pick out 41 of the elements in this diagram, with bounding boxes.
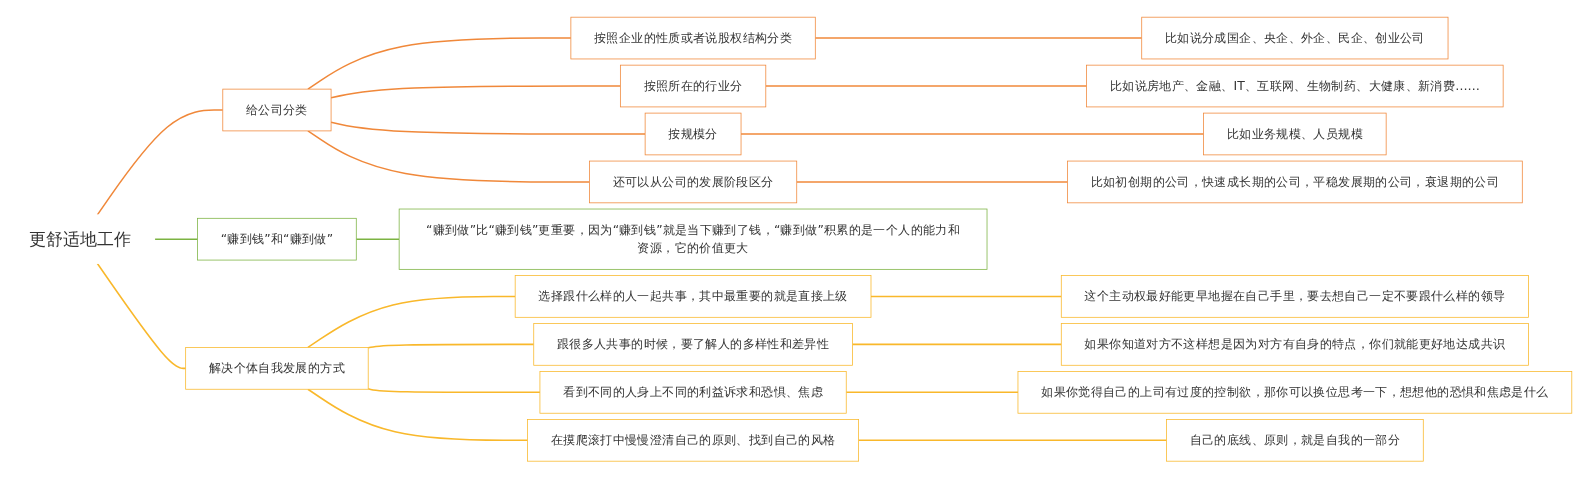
connector	[367, 388, 541, 394]
node-box: 选择跟什么样的人一起共事，其中最重要的就是直接上级	[514, 275, 872, 318]
node-box: 这个主动权最好能更早地握在自己手里，要去想自己一定不要跟什么样的领导	[1060, 275, 1529, 318]
node-text: 更舒适地工作	[29, 229, 132, 250]
node-box: “赚到做”比“赚到钱”更重要，因为“赚到钱”就是当下赚到了钱，“赚到做”积累的是一个人的能力和资源，它的价值更大	[398, 208, 988, 271]
node-box: 按照企业的性质或者说股权结构分类	[570, 17, 816, 60]
connector	[845, 391, 1019, 394]
node-box: 自己的底线、原则，就是自我的一部分	[1166, 419, 1424, 462]
connector	[367, 343, 535, 349]
node-box: 给公司分类	[222, 89, 332, 132]
node-box: 比如说房地产、金融、IT、互联网、生物制药、大健康、新消费……	[1086, 65, 1504, 108]
node-box: 按照所在的行业分	[620, 65, 767, 108]
connector	[307, 295, 516, 349]
connector	[96, 109, 224, 216]
node-box: 跟很多人共事的时候，要了解人的多样性和差异性	[533, 323, 853, 366]
node-box: 按规模分	[644, 113, 742, 156]
node-box: 如果你知道对方不这样想是因为对方有自身的特点，你们就能更好地达成共识	[1060, 323, 1529, 366]
connector	[795, 181, 1069, 184]
connector	[96, 263, 187, 370]
connector	[307, 130, 591, 184]
connector	[765, 85, 1088, 88]
node-box: 在摸爬滚打中慢慢澄清自己的原则、找到自己的风格	[527, 419, 859, 462]
connector	[851, 343, 1063, 346]
connector	[740, 133, 1205, 136]
node-box: 还可以从公司的发展阶段区分	[589, 161, 798, 204]
node-box: 比如说分成国企、央企、外企、民企、创业公司	[1141, 17, 1449, 60]
connector	[857, 439, 1168, 442]
connector	[307, 37, 572, 91]
node-box: “赚到钱”和“赚到做”	[197, 218, 357, 261]
node-box: 比如初创期的公司，快速成长期的公司，平稳发展期的公司，衰退期的公司	[1067, 161, 1523, 204]
connector	[330, 85, 622, 99]
connector	[355, 238, 400, 241]
node-box: 比如业务规模、人员规模	[1203, 113, 1387, 156]
connector	[814, 37, 1143, 40]
node-box: 看到不同的人身上不同的利益诉求和恐惧、焦虑	[539, 371, 847, 414]
connector	[153, 238, 199, 241]
node-box: 如果你觉得自己的上司有过度的控制欲，那你可以换位思考一下，想想他的恐惧和焦虑是什么	[1017, 371, 1573, 414]
connector	[330, 121, 646, 136]
node-box: 解决个体自我发展的方式	[185, 347, 369, 390]
connector	[870, 295, 1063, 298]
connector	[307, 388, 529, 442]
